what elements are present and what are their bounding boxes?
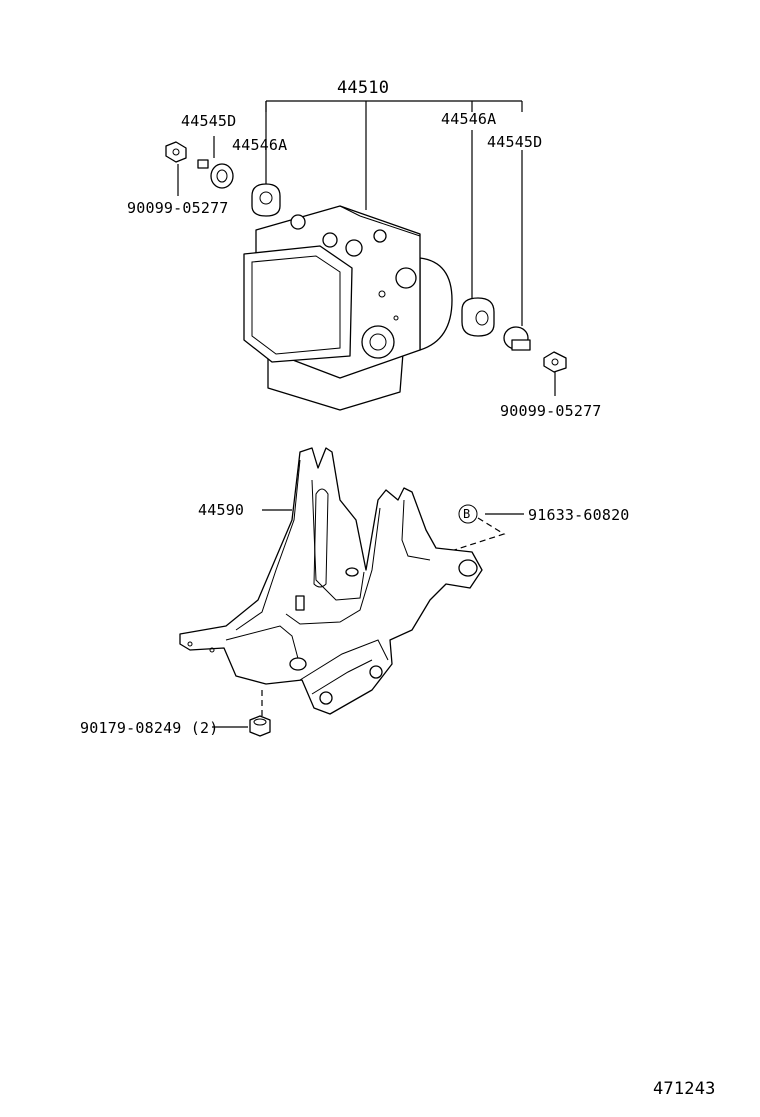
actuator-assembly-icon [243,205,453,411]
nut-icon [249,715,271,737]
leader-lines [177,100,556,728]
bolt-right-part-number: 90099-05277 [500,402,602,420]
bolt-b-part-number: 91633-60820 [528,506,630,524]
callout-b-label: B [463,507,471,521]
figure-number: 471243 [653,1079,716,1099]
screw-right-icon [503,326,531,351]
bracket-part-number: 44590 [198,501,245,519]
assembly-part-number: 44510 [337,78,390,98]
cushion-right-part-number: 44546A [441,110,497,128]
screw-left-icon [197,159,234,189]
bolt-right-icon [543,351,567,373]
bracket-screw-left-part-number: 44545D [181,112,237,130]
bracket-icon [179,447,483,715]
bolt-left-icon [165,141,187,163]
cushion-left-icon [251,183,281,217]
bracket-screw-right-part-number: 44545D [487,133,543,151]
callout-b-circle [458,504,478,524]
bolt-left-part-number: 90099-05277 [127,199,229,217]
cushion-left-part-number: 44546A [232,136,288,154]
nut-part-number: 90179-08249 (2) [80,719,219,737]
cushion-right-icon [461,297,495,337]
